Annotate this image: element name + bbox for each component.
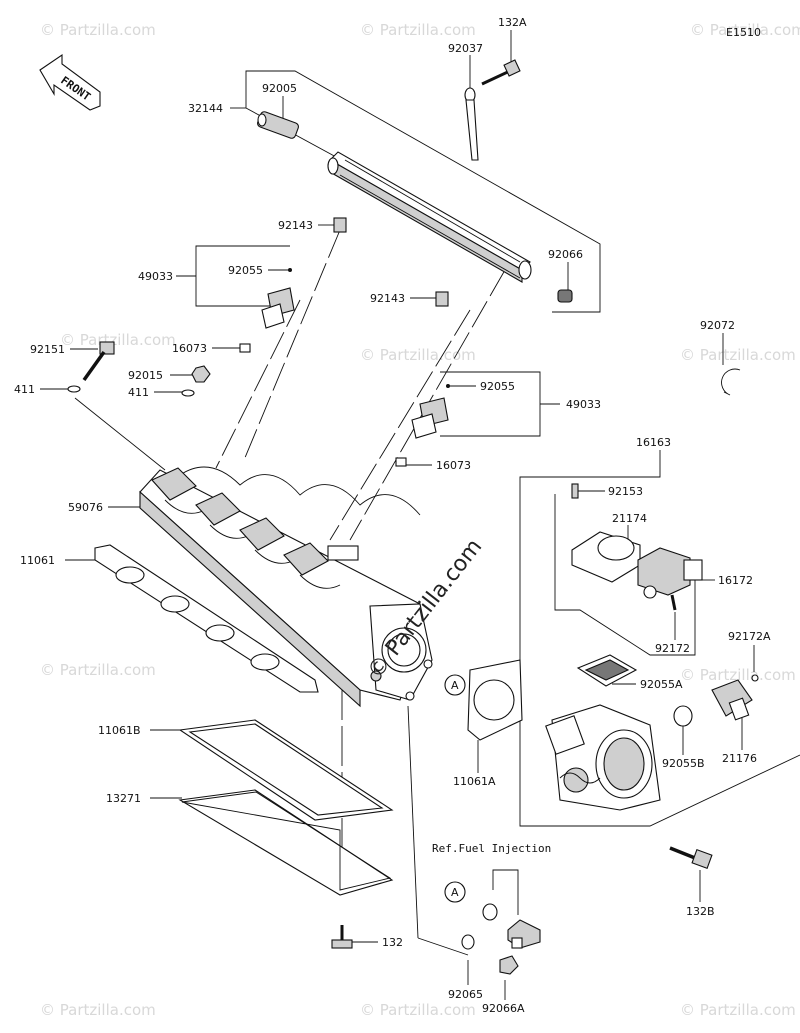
part-labels: 132A 92037 32144 92005 92143 92143 92066… xyxy=(14,16,771,1015)
watermark-layer: © Partzilla.com © Partzilla.com © Partzi… xyxy=(40,21,800,1019)
part-label: 92072 xyxy=(700,319,735,332)
sensor xyxy=(507,919,541,949)
part-label: 92151 xyxy=(30,343,65,356)
watermark: © Partzilla.com xyxy=(40,21,156,39)
part-label: 92143 xyxy=(278,219,313,232)
part-label: 92015 xyxy=(128,369,163,382)
fuel-rail-32144 xyxy=(327,151,532,283)
cover-13271 xyxy=(178,789,394,896)
washer-411 xyxy=(181,389,195,397)
ref-marker xyxy=(444,674,466,696)
o-ring-16073 xyxy=(239,343,251,353)
part-label: 49033 xyxy=(138,270,173,283)
part-label: 16073 xyxy=(436,459,471,472)
gasket-11061 xyxy=(94,544,319,693)
diagram-code: E1510 xyxy=(726,26,761,39)
part-label: 11061A xyxy=(453,775,496,788)
gasket-11061B xyxy=(178,719,394,821)
part-label: 16163 xyxy=(636,436,671,449)
ref-marker-label: A xyxy=(451,886,459,899)
part-label: 92066 xyxy=(548,248,583,261)
nut-92015 xyxy=(191,365,211,383)
part-label: 411 xyxy=(14,383,35,396)
watermark: © Partzilla.com xyxy=(680,1001,796,1019)
watermark: © Partzilla.com xyxy=(360,346,476,364)
injector-49033 xyxy=(411,384,450,439)
part-label: 92066A xyxy=(482,1002,525,1015)
part-label: 92037 xyxy=(448,42,483,55)
clip-92037 xyxy=(464,87,479,161)
ref-marker-label: A xyxy=(451,679,459,692)
bolt-92151 xyxy=(82,341,115,382)
part-label: 92005 xyxy=(262,82,297,95)
ref-marker xyxy=(444,881,466,903)
part-label: 411 xyxy=(128,386,149,399)
bolt-132B xyxy=(669,846,713,870)
part-label: 11061 xyxy=(20,554,55,567)
part-label: 92055 xyxy=(480,380,515,393)
watermark: © Partzilla.com xyxy=(680,666,796,684)
watermark: © Partzilla.com xyxy=(40,1001,156,1019)
bolt-132A xyxy=(481,59,521,86)
part-label: 92065 xyxy=(448,988,483,1001)
part-label: 92153 xyxy=(608,485,643,498)
part-label: 92055B xyxy=(662,757,705,770)
reference-note: Ref.Fuel Injection xyxy=(432,842,551,855)
watermark: © Partzilla.com xyxy=(360,21,476,39)
watermark: © Partzilla.com xyxy=(40,661,156,679)
part-label: 32144 xyxy=(188,102,223,115)
part-label: 92143 xyxy=(370,292,405,305)
part-label: 16073 xyxy=(172,342,207,355)
washer xyxy=(482,903,498,921)
injector-49033 xyxy=(261,268,295,329)
watermark: © Partzilla.com xyxy=(680,346,796,364)
part-label: 21174 xyxy=(612,512,647,525)
watermark: © Partzilla.com xyxy=(60,331,176,349)
part-label: 13271 xyxy=(106,792,141,805)
seal-92143 xyxy=(333,217,347,233)
throttle-body-16163 xyxy=(545,704,661,811)
plug-92066A xyxy=(499,955,519,975)
intake-manifold-59076 xyxy=(139,466,433,708)
o-ring-92055B xyxy=(673,705,693,727)
front-arrow: FRONT xyxy=(39,53,101,111)
fitting-92005 xyxy=(257,111,299,139)
sensor-21176 xyxy=(711,674,759,721)
washer-92065 xyxy=(461,934,475,950)
parts-drawings: A A xyxy=(67,59,759,975)
part-label: 92172A xyxy=(728,630,771,643)
watermark: © Partzilla.com xyxy=(690,21,800,39)
seal-92143 xyxy=(435,291,449,307)
gasket-92055A xyxy=(576,654,638,687)
watermark: © Partzilla.com xyxy=(360,1001,476,1019)
part-label: 92055 xyxy=(228,264,263,277)
bolt-132 xyxy=(331,925,353,949)
idle-speed-control-assembly xyxy=(571,483,703,611)
part-label: 132 xyxy=(382,936,403,949)
cap-92066 xyxy=(557,289,573,303)
o-ring-16073 xyxy=(395,457,407,467)
part-label: 11061B xyxy=(98,724,141,737)
clip-92072 xyxy=(721,368,741,396)
part-label: 16172 xyxy=(718,574,753,587)
part-label: 21176 xyxy=(722,752,757,765)
gasket-11061A xyxy=(467,659,523,741)
part-label: 92172 xyxy=(655,642,690,655)
washer-411 xyxy=(67,385,81,393)
part-label: 132A xyxy=(498,16,527,29)
part-label: 132B xyxy=(686,905,715,918)
part-label: 92055A xyxy=(640,678,683,691)
part-label: 49033 xyxy=(566,398,601,411)
part-label: 59076 xyxy=(68,501,103,514)
